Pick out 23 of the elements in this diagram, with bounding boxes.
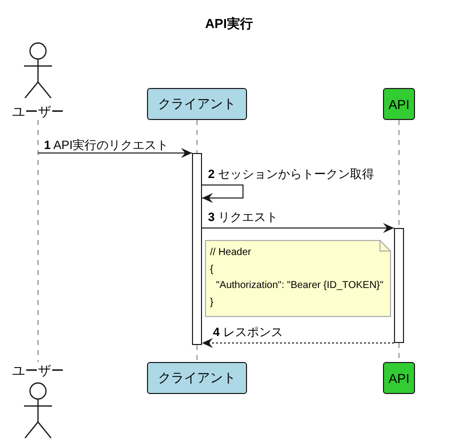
dashed-arrow [202, 338, 394, 348]
activation-bar [192, 153, 202, 345]
participant-box: API [383, 362, 415, 394]
participant-box: クライアント [147, 362, 247, 394]
actor-label: ユーザー [12, 362, 64, 380]
code-line: { [210, 264, 214, 274]
arrow [38, 148, 192, 158]
actor-label: ユーザー [12, 103, 64, 121]
arrow [202, 223, 394, 233]
arrow [202, 184, 244, 203]
code-line: "Authorization": "Bearer {ID_TOKEN}" [216, 280, 384, 291]
code-line: // Header [210, 247, 252, 258]
message-label: 2 セッションからトークン取得 [208, 166, 374, 183]
message-label: 1 API実行のリクエスト [44, 137, 169, 154]
code-line: } [210, 296, 214, 308]
participant-box: クライアント [147, 88, 247, 120]
activation-bar [394, 228, 404, 343]
lifeline [196, 120, 198, 154]
message-label: 3 リクエスト [208, 209, 278, 226]
lifeline [196, 344, 198, 362]
diagram-title: API実行 [204, 15, 254, 33]
message-label: 4 レスポンス [213, 324, 284, 341]
participant-box: API [383, 88, 415, 120]
